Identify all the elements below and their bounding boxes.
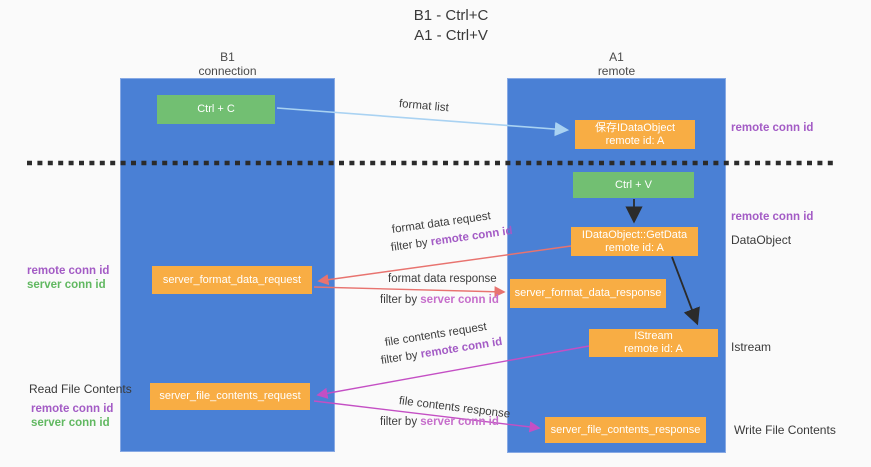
node-server-format-data-response: server_format_data_response	[510, 279, 666, 308]
annotation-write-file-contents: Write File Contents	[734, 423, 836, 437]
annotation-server-conn-id-bottom-left: server conn id	[31, 417, 110, 429]
filter-by-text: filter by	[380, 349, 419, 367]
annotation-istream: Istream	[731, 340, 772, 354]
annotation-dataobject: DataObject	[731, 233, 792, 247]
node-idataobject-getdata: IDataObject::GetData remote id: A	[571, 227, 698, 256]
edge-label-format-data-response: format data response	[388, 273, 497, 285]
node-istream-line1: IStream	[634, 330, 673, 342]
node-server-format-data-response-label: server_format_data_response	[514, 287, 662, 299]
edge-label-format-list: format list	[398, 98, 450, 115]
node-getdata-line2: remote id: A	[605, 241, 664, 254]
node-server-format-data-request-label: server_format_data_request	[162, 273, 302, 286]
node-ctrl-v: Ctrl + V	[573, 172, 694, 198]
annotation-server-conn-id-left: server conn id	[27, 279, 106, 291]
node-istream: IStream remote id: A	[589, 329, 718, 357]
server-conn-id-text: server conn id	[420, 416, 499, 428]
lane-b1-title: B1	[220, 50, 235, 64]
node-server-file-contents-response: server_file_contents_response	[545, 417, 706, 443]
annotation-read-file-contents: Read File Contents	[29, 382, 132, 396]
filter-by-text: filter by	[390, 236, 429, 254]
diagram-title: B1 - Ctrl+C A1 - Ctrl+V	[31, 6, 871, 46]
filter-by-text: filter by	[380, 416, 418, 428]
lane-header-a1: A1 remote	[507, 50, 726, 78]
node-save-idataobject-line1: 保存IDataObject	[594, 121, 676, 134]
lane-header-b1: B1 connection	[120, 50, 335, 78]
node-save-idataobject-line2: remote id: A	[605, 134, 665, 147]
node-ctrl-c: Ctrl + C	[157, 95, 275, 124]
lane-a1-title: A1	[609, 50, 624, 64]
node-server-file-contents-request-label: server_file_contents_request	[159, 390, 301, 402]
annotation-remote-conn-id-bottom-left: remote conn id	[31, 403, 114, 415]
title-line-2: A1 - Ctrl+V	[414, 27, 488, 44]
lane-a1-subtitle: remote	[597, 64, 636, 78]
title-line-1: B1 - Ctrl+C	[413, 7, 489, 24]
annotation-remote-conn-id-top-right: remote conn id	[731, 122, 814, 134]
lane-b1-subtitle: connection	[198, 64, 257, 78]
filter-by-text: filter by	[380, 294, 418, 306]
node-ctrl-v-label: Ctrl + V	[615, 178, 652, 191]
node-istream-line2: remote id: A	[624, 343, 683, 355]
node-getdata-line1: IDataObject::GetData	[581, 228, 688, 241]
annotation-remote-conn-id-mid-right: remote conn id	[731, 211, 814, 223]
node-server-file-contents-request: server_file_contents_request	[150, 383, 310, 410]
node-server-file-contents-response-label: server_file_contents_response	[550, 423, 701, 436]
node-server-format-data-request: server_format_data_request	[152, 266, 312, 294]
edge-label-filter-server-1: filter by server conn id	[380, 294, 499, 306]
arrow-format-data-response	[313, 286, 506, 298]
node-save-idataobject: 保存IDataObject remote id: A	[575, 120, 695, 149]
edge-label-filter-server-2: filter by server conn id	[380, 416, 499, 428]
server-conn-id-text: server conn id	[420, 294, 499, 306]
annotation-remote-conn-id-left: remote conn id	[27, 265, 110, 277]
node-ctrl-c-label: Ctrl + C	[197, 103, 235, 115]
